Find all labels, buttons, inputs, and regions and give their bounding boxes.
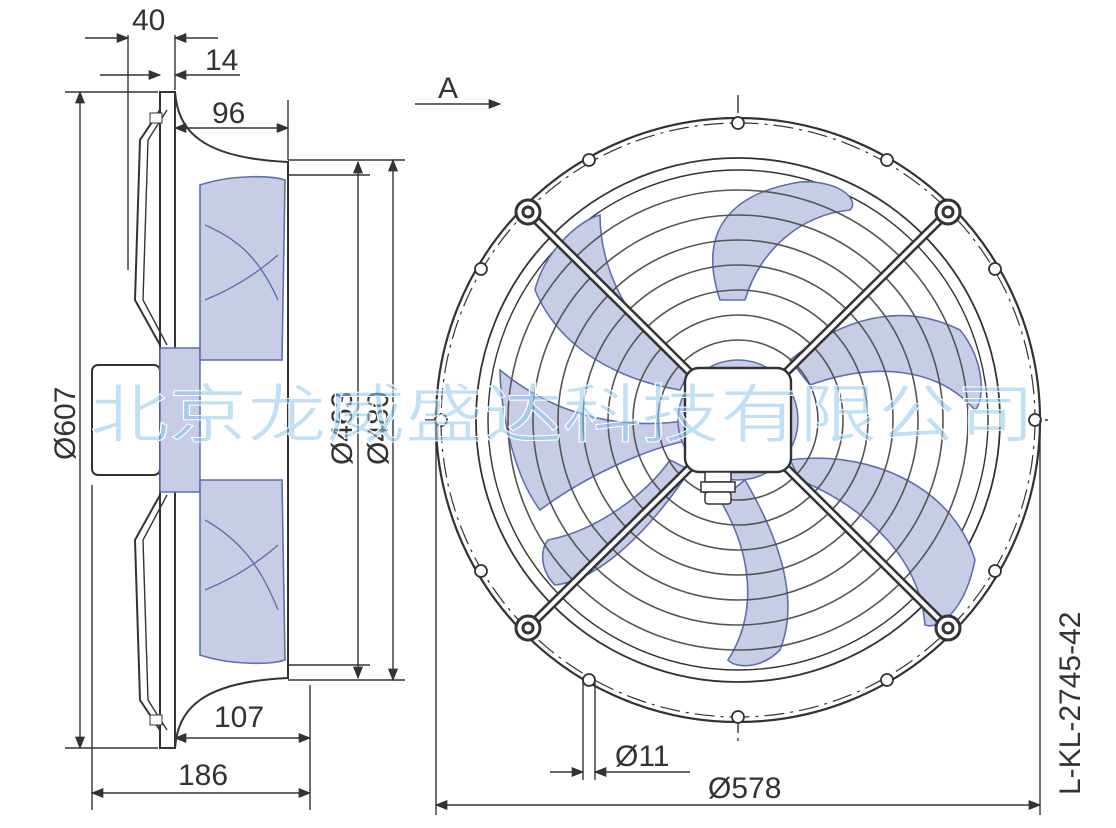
dim-463-label: Ø463 <box>326 392 359 465</box>
dim-14-label: 14 <box>205 44 238 77</box>
blade-7 <box>499 368 691 512</box>
cable-gland <box>700 471 736 505</box>
drawing-code: L-KL-2745-42 <box>1054 612 1087 795</box>
view-arrow-label: A <box>438 72 458 105</box>
side-blade-curve-3 <box>204 254 279 301</box>
side-blade-curve-2 <box>204 519 279 611</box>
side-bolt-bottom <box>149 714 163 726</box>
terminal-box <box>683 366 793 474</box>
motor-rotor <box>159 347 201 493</box>
dim-578-label: Ø578 <box>708 772 781 805</box>
grille-rings <box>507 189 969 651</box>
blade-4 <box>718 478 789 667</box>
shroud-ring-inner <box>487 169 989 671</box>
blade-3 <box>788 457 976 627</box>
side-bracket-lower-inner <box>142 494 168 731</box>
side-bolt-top <box>149 112 163 124</box>
dim-186-label: 186 <box>178 759 228 792</box>
blade-5 <box>541 458 692 586</box>
dim-480-label: Ø480 <box>362 392 395 465</box>
side-view: 40 14 96 Ø607 Ø463 Ø480 107 186 <box>49 4 405 810</box>
dim-96-label: 96 <box>212 97 245 130</box>
blade-2 <box>788 314 983 412</box>
blades <box>499 181 983 667</box>
mounting-holes <box>434 116 1042 724</box>
dim-40-label: 40 <box>132 4 165 37</box>
dim-11-label: Ø11 <box>615 740 669 773</box>
shroud-ring-outer <box>475 157 1001 683</box>
watermark-text: 北京龙威盛达科技有限公司 <box>90 379 1035 453</box>
dim-107-label: 107 <box>214 701 264 734</box>
dim-607-label: Ø607 <box>49 387 82 460</box>
side-bracket-upper-inner <box>142 109 168 346</box>
side-blade-curve-4 <box>204 544 279 591</box>
strut-mounts <box>514 198 962 642</box>
side-blade-curve-1 <box>204 224 279 301</box>
side-blade-upper <box>199 175 286 361</box>
front-view: A <box>415 72 1087 815</box>
blade-1 <box>712 181 854 301</box>
